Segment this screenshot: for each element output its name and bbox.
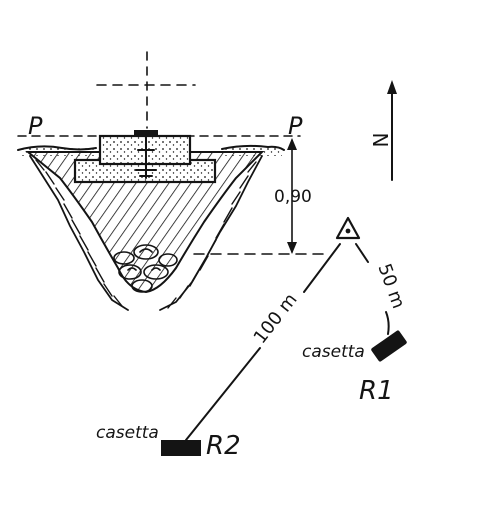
north-arrow-head — [387, 80, 397, 94]
hut-r1-caption: casetta — [302, 342, 365, 362]
distance-line-r1 — [355, 243, 390, 335]
north-label: N — [369, 133, 393, 148]
north-arrow: N — [369, 80, 397, 181]
hut-r2-code: R2 — [206, 431, 241, 461]
section-view: P P — [17, 51, 331, 311]
rubble-stones — [113, 244, 178, 293]
distance-label-100: 100 m — [250, 289, 302, 347]
plane-label-left: P — [28, 112, 43, 140]
hut-r2-icon — [161, 440, 201, 456]
rough-ground-strokes — [35, 159, 257, 309]
distance-label-50: 50 m — [373, 261, 409, 312]
surface-stipple — [22, 146, 98, 156]
depth-arrow-top — [287, 138, 297, 150]
benchmark-pin-head — [134, 130, 158, 135]
plane-label-right: P — [288, 112, 303, 140]
distance-line-r2 — [185, 243, 341, 441]
ground-edge-left — [29, 155, 129, 311]
hut-r1-code: R1 — [359, 376, 394, 406]
depth-label: 0,90 — [274, 187, 312, 207]
hut-r1-icon — [371, 330, 407, 362]
survey-station-icon — [335, 216, 361, 240]
benchmark-pin — [135, 134, 157, 179]
depth-arrow-bottom — [287, 242, 297, 254]
surface-stipple-right — [220, 146, 282, 156]
hut-r2-caption: casetta — [96, 423, 159, 443]
